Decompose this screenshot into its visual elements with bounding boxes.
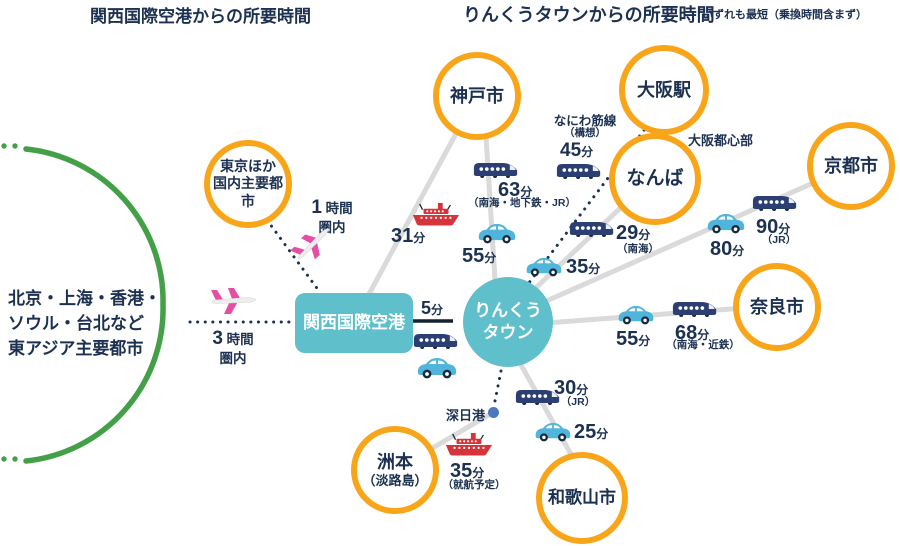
train-icon	[556, 164, 601, 179]
port-dot	[488, 407, 499, 418]
city-circle-tokyo: 東京ほか 国内主要都市	[204, 140, 292, 228]
route-note-kobe-train: （南海・地下鉄・JR）	[468, 197, 576, 209]
car-icon	[535, 422, 571, 442]
route-time-nara-car: 55分	[616, 328, 651, 350]
right-section-note: いずれも最短（乗換時間含まず）	[702, 9, 867, 21]
route-time-kobe-ferry: 31分	[391, 225, 426, 247]
naniwasuji-sublabel: （構想）	[564, 127, 606, 139]
route-time-wakayama-train: 30分	[554, 377, 589, 399]
osaka-area-label: 大阪都心部	[688, 133, 754, 148]
car-icon	[618, 305, 654, 325]
route-note-kyoto-train: （JR）	[761, 234, 797, 246]
city-circle-nara: 奈良市	[733, 263, 821, 351]
line-rinku-port	[492, 369, 503, 408]
car-icon	[707, 213, 745, 234]
route-time-wakayama-car: 25分	[574, 421, 609, 443]
eastasia-range-arc	[23, 146, 166, 464]
route-time-kyoto-train: 90分	[756, 216, 791, 238]
city-circle-sumoto: 洲本 （淡路島）	[351, 426, 439, 514]
airport-box: 関西国際空港	[295, 293, 413, 353]
eastasia-range-arc-dots	[1, 143, 18, 462]
car-icon	[478, 223, 516, 244]
route-note-sumoto-ferry: （就航予定）	[442, 479, 506, 491]
train-icon	[473, 163, 518, 178]
route-time-namba-car: 35分	[566, 256, 601, 278]
route-time-kobe-car: 55分	[462, 245, 497, 267]
city-circle-wakayama: 和歌山市	[536, 452, 628, 544]
right-section-title: りんくうタウンからの所要時間	[463, 5, 715, 25]
train-icon	[413, 334, 458, 349]
route-time-nara-train: 68分	[675, 322, 710, 344]
car-icon	[526, 257, 562, 277]
route-time-namba-train: 29分	[616, 222, 651, 244]
line-airport-kobe	[365, 101, 475, 299]
route-time-osaka-train: 45分	[560, 140, 594, 161]
route-note-nara-train: （南海・近鉄）	[666, 339, 740, 351]
line-tokyo-airport	[265, 218, 321, 293]
car-icon	[417, 358, 457, 379]
naniwasuji-label: なにわ筋線	[553, 114, 617, 128]
ship-icon	[412, 202, 460, 227]
route-time-airport-rinku: 5分	[421, 298, 444, 318]
city-circle-kyoto: 京都市	[807, 122, 895, 210]
route-note-wakayama-train: （JR）	[560, 396, 596, 408]
route-time-kyoto-car: 80分	[710, 238, 745, 260]
port-label: 深日港	[446, 408, 486, 423]
train-icon	[569, 222, 614, 237]
route-note-namba-train: （南海）	[617, 243, 659, 255]
rinku-town-circle: りんくう タウン	[463, 277, 553, 367]
left-section-title: 関西国際空港からの所要時間	[90, 7, 311, 26]
ship-icon	[445, 432, 493, 457]
airplane-icon	[210, 287, 257, 315]
flight-range-3h: 3 時間 圏内	[212, 328, 254, 366]
city-circle-namba: なんば	[609, 133, 701, 225]
city-circle-kobe: 神戸市	[433, 52, 521, 140]
train-icon	[752, 196, 797, 211]
train-icon	[672, 302, 717, 317]
city-circle-osaka: 大阪駅	[619, 45, 709, 135]
route-time-sumoto-ferry: 35分	[450, 460, 485, 482]
route-time-kobe-train: 63分	[498, 179, 533, 201]
east-asia-label: 北京・上海・香港・ ソウル・台北など 東アジア主要都市	[8, 289, 161, 358]
